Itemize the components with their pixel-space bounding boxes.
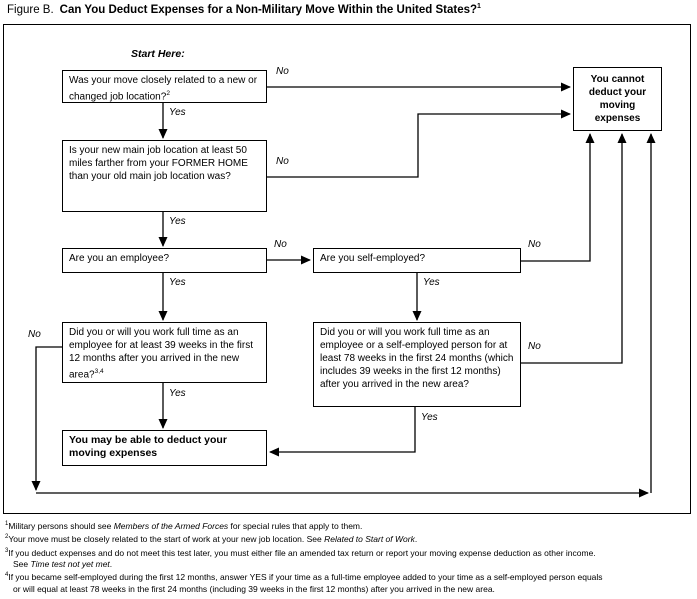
footnotes: 1Military persons should see Members of … (5, 519, 695, 595)
edge-label-q1-no: No (276, 66, 289, 77)
edge-label-q2-yes: Yes (169, 216, 186, 227)
footnote-ref-3-4: 3,4 (94, 368, 104, 375)
figure-heading: Can You Deduct Expenses for a Non-Milita… (59, 3, 481, 16)
box-50-miles-question: Is your new main job location at least 5… (62, 140, 267, 212)
figure-title: Figure B. Can You Deduct Expenses for a N… (7, 3, 481, 16)
flowchart-border (3, 24, 691, 514)
box-employee-question: Are you an employee? (62, 248, 267, 273)
box-may-deduct-result: You may be able to deduct your moving ex… (62, 430, 267, 466)
footnote-3: 3If you deduct expenses and do not meet … (5, 547, 596, 569)
box-move-related-question: Was your move closely related to a new o… (62, 70, 267, 103)
box-39-weeks-question: Did you or will you work full time as an… (62, 322, 267, 383)
figure-heading-footnote-ref: 1 (477, 3, 481, 10)
edge-label-q2-no: No (276, 156, 289, 167)
box-78-weeks-question: Did you or will you work full time as an… (313, 322, 521, 407)
edge-label-q1-yes: Yes (169, 107, 186, 118)
edge-label-q5-yes: Yes (169, 388, 186, 399)
edge-label-q5-no: No (28, 329, 41, 340)
edge-label-q4-yes: Yes (423, 277, 440, 288)
box-cannot-deduct-result: You cannot deduct your moving expenses (573, 67, 662, 131)
start-here-label: Start Here: (131, 48, 185, 60)
footnote-1: 1Military persons should see Members of … (5, 520, 363, 531)
edge-label-q6-no: No (528, 341, 541, 352)
footnote-ref-2: 2 (166, 90, 170, 97)
footnote-2: 2Your move must be closely related to th… (5, 534, 418, 545)
figure-label: Figure B. (7, 3, 54, 16)
box-self-employed-question: Are you self-employed? (313, 248, 521, 273)
footnote-4: 4If you became self-employed during the … (5, 572, 603, 594)
edge-label-q3-yes: Yes (169, 277, 186, 288)
edge-label-q6-yes: Yes (421, 412, 438, 423)
edge-label-q4-no: No (528, 239, 541, 250)
edge-label-q3-no: No (274, 239, 287, 250)
